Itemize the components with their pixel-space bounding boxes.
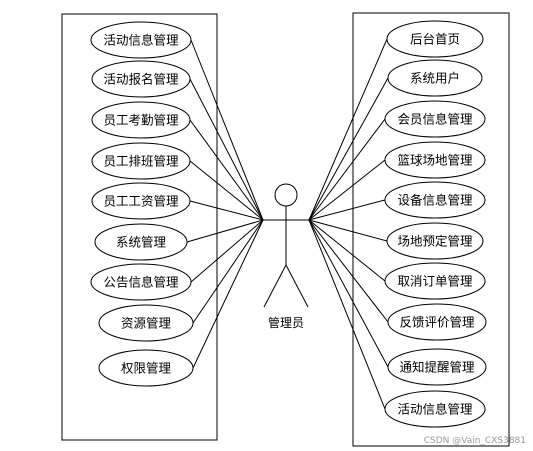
right-association-line-2: [308, 77, 389, 221]
left-use-case-1: 活动信息管理: [90, 21, 192, 59]
left-use-case-ellipse: [90, 21, 192, 59]
right-use-case-ellipse: [384, 141, 486, 179]
left-use-case-ellipse: [91, 60, 191, 98]
left-association-line-3: [189, 119, 264, 221]
right-association-line-9: [308, 219, 389, 368]
right-use-case-3: 会员信息管理: [384, 100, 486, 138]
left-use-case-label: 员工排班管理: [103, 154, 179, 169]
right-use-case-9: 通知提醒管理: [387, 348, 487, 386]
left-use-case-ellipse: [91, 101, 191, 139]
right-use-case-ellipse: [386, 20, 484, 58]
right-association-line-8: [308, 219, 389, 323]
right-use-case-7: 取消订单管理: [384, 262, 486, 300]
left-association-line-7: [190, 219, 264, 283]
actor-left-leg: [263, 264, 287, 308]
left-use-case-5: 员工工资管理: [91, 182, 191, 220]
left-system-boundary: [61, 13, 218, 441]
right-use-case-ellipse: [384, 262, 486, 300]
right-use-case-8: 反馈评价管理: [387, 303, 487, 341]
left-use-case-3: 员工考勤管理: [91, 101, 191, 139]
right-use-cases: 后台首页系统用户会员信息管理篮球场地管理设备信息管理场地预定管理取消订单管理反馈…: [384, 20, 487, 428]
left-use-case-6: 系统管理: [94, 223, 188, 261]
left-use-case-ellipse: [98, 304, 194, 342]
right-association-line-10: [308, 219, 386, 410]
left-use-case-label: 活动报名管理: [103, 72, 179, 87]
right-use-case-5: 设备信息管理: [384, 181, 486, 219]
right-use-case-ellipse: [386, 222, 484, 260]
right-use-case-label: 反馈评价管理: [399, 315, 475, 330]
right-system-boundary: [352, 12, 510, 447]
left-use-case-ellipse: [94, 223, 188, 261]
left-association-line-9: [192, 219, 264, 369]
left-use-case-label: 权限管理: [121, 361, 172, 376]
right-association-line-5: [308, 199, 386, 221]
watermark-text: CSDN @Vain_CXS3881: [424, 436, 526, 446]
right-use-case-label: 设备信息管理: [397, 193, 473, 208]
right-use-case-1: 后台首页: [386, 20, 484, 58]
left-association-line-5: [189, 200, 264, 221]
left-use-case-label: 活动信息管理: [103, 33, 179, 48]
right-use-case-6: 场地预定管理: [386, 222, 484, 260]
left-use-case-label: 资源管理: [121, 316, 172, 331]
right-use-case-ellipse: [387, 59, 483, 97]
left-use-case-label: 公告信息管理: [103, 275, 179, 290]
right-association-line-1: [308, 38, 388, 221]
right-use-case-label: 通知提醒管理: [399, 360, 475, 375]
right-use-case-label: 取消订单管理: [397, 274, 473, 289]
left-use-case-label: 员工考勤管理: [103, 113, 179, 128]
left-use-cases: 活动信息管理活动报名管理员工考勤管理员工排班管理员工工资管理系统管理公告信息管理…: [90, 21, 194, 387]
left-use-case-ellipse: [91, 142, 191, 180]
right-use-case-label: 系统用户: [410, 71, 460, 86]
right-association-line-7: [308, 219, 386, 282]
right-association-line-4: [308, 159, 386, 221]
right-use-case-ellipse: [387, 303, 487, 341]
left-association-line-8: [192, 219, 264, 324]
right-use-case-ellipse: [384, 100, 486, 138]
left-use-case-ellipse: [98, 349, 194, 387]
actor-label: 管理员: [268, 315, 304, 330]
left-association-line-1: [190, 39, 264, 221]
right-use-case-2: 系统用户: [387, 59, 483, 97]
association-lines: [186, 38, 389, 410]
right-use-case-label: 篮球场地管理: [397, 153, 473, 168]
actor-right-leg: [285, 264, 309, 308]
left-use-case-ellipse: [91, 182, 191, 220]
left-use-case-label: 员工工资管理: [103, 194, 179, 209]
left-association-line-6: [186, 219, 264, 243]
right-use-case-ellipse: [384, 181, 486, 219]
right-use-case-label: 后台首页: [410, 32, 460, 47]
left-association-line-2: [189, 78, 264, 221]
right-use-case-label: 活动信息管理: [397, 402, 473, 417]
right-association-line-6: [308, 219, 388, 242]
actor-figure: [263, 183, 309, 308]
right-use-case-label: 会员信息管理: [397, 112, 473, 127]
left-use-case-9: 权限管理: [98, 349, 194, 387]
left-use-case-4: 员工排班管理: [91, 142, 191, 180]
right-association-line-3: [308, 118, 386, 221]
left-use-case-2: 活动报名管理: [91, 60, 191, 98]
left-use-case-label: 系统管理: [116, 235, 167, 250]
actor-head: [274, 183, 298, 207]
right-use-case-ellipse: [384, 390, 486, 428]
right-use-case-4: 篮球场地管理: [384, 141, 486, 179]
left-association-line-4: [189, 160, 264, 221]
left-use-case-7: 公告信息管理: [90, 263, 192, 301]
left-use-case-ellipse: [90, 263, 192, 301]
right-use-case-ellipse: [387, 348, 487, 386]
left-use-case-8: 资源管理: [98, 304, 194, 342]
right-use-case-label: 场地预定管理: [397, 234, 473, 249]
right-use-case-10: 活动信息管理: [384, 390, 486, 428]
